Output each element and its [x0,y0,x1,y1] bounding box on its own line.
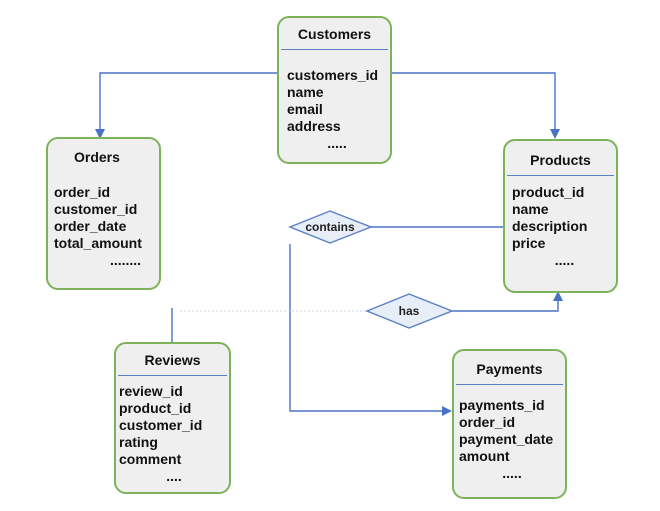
entity-attributes: customers_id name email address ..... [287,67,387,152]
entity-divider [456,384,563,385]
entity-attributes: review_id product_id customer_id rating … [119,383,229,485]
entity-title: Customers [297,26,372,42]
attribute-name: name [287,84,324,100]
attribute-product-id: product_id [512,184,585,200]
entity-attributes: product_id name description price ..... [512,184,617,269]
attribute-ellipsis: ..... [502,465,522,481]
attribute-customers-id: customers_id [287,67,379,83]
attribute-name: name [512,201,549,217]
attribute-ellipsis: ..... [327,135,347,151]
entity-payments: Payments payments_id order_id payment_da… [452,349,567,499]
entity-title: Products [530,152,591,168]
connector-has-products [452,291,563,312]
entity-divider [281,49,388,50]
attribute-order-id: order_id [54,184,111,200]
attribute-rating: rating [119,434,158,450]
attribute-payment-date: payment_date [459,431,554,447]
attribute-review-id: review_id [119,383,183,399]
attribute-amount: amount [459,448,510,464]
entity-title: Orders [74,149,120,165]
connector-customers-orders [95,72,277,139]
attribute-total-amount: total_amount [54,235,142,251]
relationship-has-label: has [398,304,420,318]
attribute-address: address [287,118,341,134]
attribute-ellipsis: .... [166,468,182,484]
entity-customers: Customers customers_id name email addres… [277,16,392,164]
entity-divider [507,175,614,176]
attribute-price: price [512,235,546,251]
entity-title: Reviews [144,352,201,368]
entity-title: Payments [476,361,543,377]
relationship-contains-label: contains [305,220,355,234]
attribute-comment: comment [119,451,182,467]
attribute-ellipsis: ..... [554,252,575,268]
attribute-payments-id: payments_id [459,397,545,413]
relationship-contains-diamond [288,210,373,244]
entity-attributes: order_id customer_id order_date total_am… [54,184,159,269]
entity-reviews: Reviews review_id product_id customer_id… [114,342,231,494]
attribute-ellipsis: ........ [109,252,142,268]
attribute-order-id: order_id [459,414,516,430]
entity-products: Products product_id name description pri… [503,139,618,293]
attribute-product-id: product_id [119,400,192,416]
attribute-order-date: order_date [54,218,127,234]
attribute-customer-id: customer_id [119,417,203,433]
attribute-description: description [512,218,588,234]
entity-orders: Orders order_id customer_id order_date t… [46,137,161,290]
entity-divider [118,375,227,376]
attribute-customer-id: customer_id [54,201,138,217]
connector-customers-products [392,72,560,139]
entity-attributes: payments_id order_id payment_date amount… [459,397,565,482]
attribute-email: email [287,101,323,117]
connector-contains-payments [289,244,452,416]
relationship-has-diamond [365,293,454,329]
